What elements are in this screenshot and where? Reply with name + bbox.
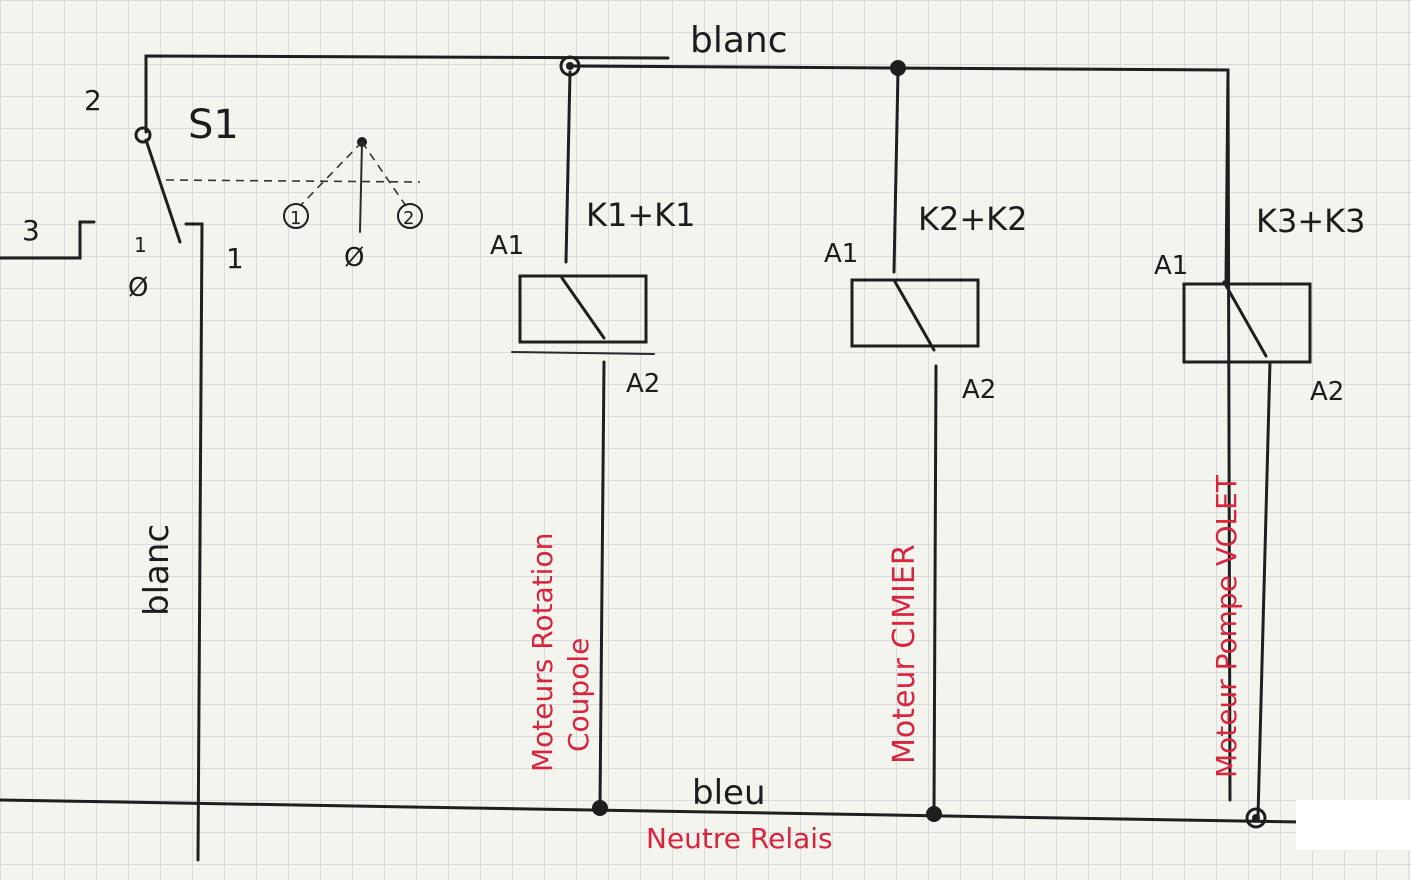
relay1-base-line xyxy=(511,351,655,355)
switch-term-2-label: 2 xyxy=(84,84,102,117)
relay3-junction-bottom-dot xyxy=(1252,814,1260,822)
relay3-a1: A1 xyxy=(1154,251,1188,281)
relay1-supply-wire xyxy=(564,70,572,264)
relay2-a1: A1 xyxy=(824,239,858,269)
switch-dashed-line xyxy=(165,179,421,183)
legend-pos-2: 2 xyxy=(403,208,414,229)
top-wire-label: blanc xyxy=(690,20,788,61)
neutral-label: Neutre Relais xyxy=(646,822,833,855)
legend-pos-0: Ø xyxy=(344,243,364,273)
switch-mark-1: 1 xyxy=(134,233,147,257)
switch-terminal-2 xyxy=(134,126,152,144)
relay3-coil xyxy=(1182,282,1312,364)
relay1-junction-bottom xyxy=(592,800,608,816)
switch-mark-0: Ø xyxy=(128,273,148,303)
switch-term-3-label: 3 xyxy=(22,214,40,247)
relay1-a2: A2 xyxy=(626,369,660,399)
relay3-a2: A2 xyxy=(1310,377,1344,407)
relay2-load-line1: Moteur CIMIER xyxy=(887,544,922,764)
relay3-junction-bottom xyxy=(1245,807,1267,829)
relay1-coil xyxy=(518,274,648,344)
relay1-label: K1+K1 xyxy=(586,196,696,234)
relay2-supply-wire xyxy=(892,70,900,274)
relay3-return-wire xyxy=(1256,360,1272,818)
relay2-junction-bottom xyxy=(926,806,942,822)
relay3-supply-wire xyxy=(1224,68,1230,284)
switch-terminal-3-wire xyxy=(0,220,96,260)
relay3-label: K3+K3 xyxy=(1256,202,1366,240)
scan-artifact xyxy=(1296,800,1411,850)
relay1-coil-slash xyxy=(560,276,606,340)
left-wire-label: blanc xyxy=(137,524,177,616)
legend-circle-2 xyxy=(397,203,423,229)
relay1-junction-top-dot xyxy=(566,62,574,70)
switch-name: S1 xyxy=(188,102,239,148)
legend-arrow-1 xyxy=(299,141,363,207)
relay2-junction-top xyxy=(890,60,906,76)
relay3-coil-slash xyxy=(1222,280,1268,358)
legend-circle-1 xyxy=(283,203,309,229)
bottom-wire-label: bleu xyxy=(692,773,766,813)
relay1-return-wire xyxy=(598,360,606,808)
relay1-a1: A1 xyxy=(490,231,524,261)
switch-term-1-label: 1 xyxy=(226,242,244,275)
relay1-load-line1: Moteurs Rotation xyxy=(526,533,559,772)
switch-terminal-1-wire xyxy=(184,222,204,862)
legend-pos-1: 1 xyxy=(290,208,301,229)
relay2-coil-slash xyxy=(892,278,936,352)
switch-blade xyxy=(144,138,182,244)
relay2-a2: A2 xyxy=(962,375,996,405)
top-wire xyxy=(144,54,670,134)
relay1-load-line2: Coupole xyxy=(562,638,595,752)
bottom-wire xyxy=(0,798,1302,824)
legend-arrow-0 xyxy=(359,141,363,233)
relay2-label: K2+K2 xyxy=(918,200,1028,238)
relay3-load-line1: Moteur Pompe VOLET xyxy=(1210,474,1243,778)
relay2-coil xyxy=(850,278,980,348)
relay2-return-wire xyxy=(932,364,938,814)
